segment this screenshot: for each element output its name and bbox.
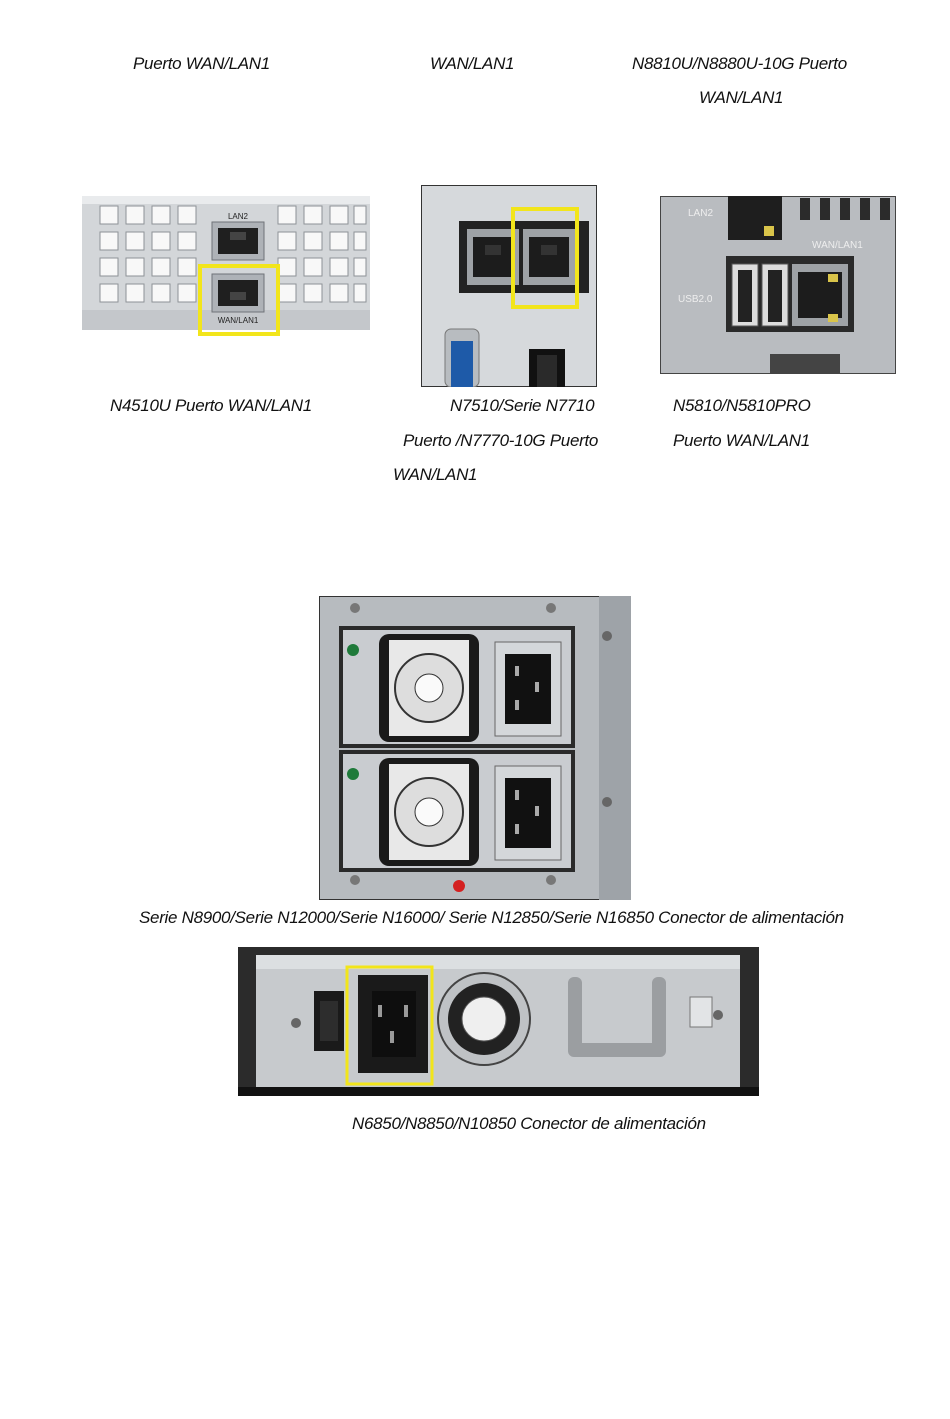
caption-psu-single: N6850/N8850/N10850 Conector de alimentac… bbox=[352, 1114, 706, 1133]
photo-redundant-psu bbox=[319, 596, 631, 900]
caption-top-right-line1: N8810U/N8880U-10G Puerto bbox=[632, 54, 847, 73]
usb-label: USB2.0 bbox=[678, 294, 713, 305]
highlight-box bbox=[511, 207, 579, 309]
caption-n5810-line2: Puerto WAN/LAN1 bbox=[673, 431, 810, 450]
lan2-label: LAN2 bbox=[688, 208, 713, 219]
caption-top-left: Puerto WAN/LAN1 bbox=[133, 54, 270, 73]
wan-lan1-label: WAN/LAN1 bbox=[218, 316, 259, 325]
highlight-box bbox=[345, 965, 434, 1086]
caption-n7510-line2: Puerto /N7770-10G Puerto bbox=[403, 431, 599, 450]
caption-n7510-line1: N7510/Serie N7710 bbox=[450, 396, 595, 415]
lan2-label: LAN2 bbox=[228, 212, 249, 221]
caption-top-right-line2: WAN/LAN1 bbox=[699, 88, 784, 107]
photo-n7510-ports bbox=[421, 185, 597, 387]
caption-n5810-line1: N5810/N5810PRO bbox=[673, 396, 811, 415]
photo-n5810-ports: LAN2 WAN/LAN1 USB2.0 bbox=[660, 196, 896, 374]
caption-n7510-line3: WAN/LAN1 bbox=[393, 465, 478, 484]
caption-n4510u: N4510U Puerto WAN/LAN1 bbox=[110, 396, 312, 415]
caption-psu-redundant: Serie N8900/Serie N12000/Serie N16000/ S… bbox=[139, 908, 844, 927]
caption-top-middle: WAN/LAN1 bbox=[430, 54, 515, 73]
highlight-box bbox=[198, 264, 280, 336]
photo-n4510u-ports: LAN2 WAN/LAN1 bbox=[82, 192, 372, 337]
wan-lan1-label: WAN/LAN1 bbox=[812, 240, 863, 251]
photo-single-psu bbox=[238, 947, 759, 1096]
